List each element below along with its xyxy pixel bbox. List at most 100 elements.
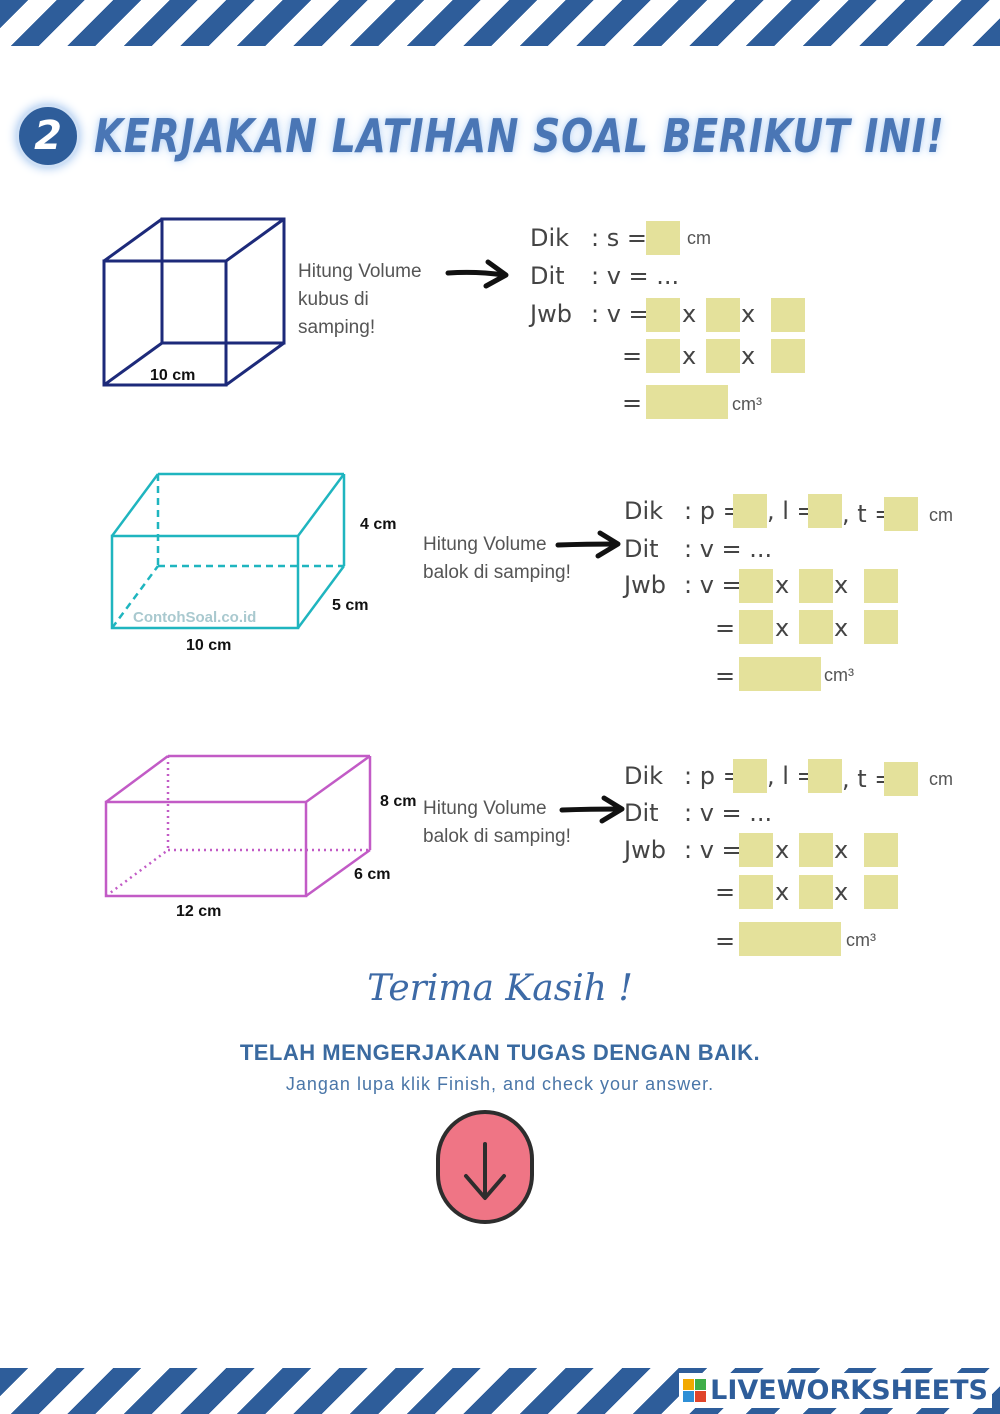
equals-sign: =: [715, 614, 736, 642]
jwb-label: Jwb: [624, 571, 666, 599]
answer-box[interactable]: [799, 569, 833, 603]
answer-box[interactable]: [706, 339, 740, 373]
times-sign: x: [834, 614, 849, 642]
answer-box-l[interactable]: [808, 494, 842, 528]
dik-unit: cm: [929, 769, 953, 789]
answer-box[interactable]: [646, 298, 680, 332]
answer-box[interactable]: [739, 610, 773, 644]
equals-sign: =: [715, 927, 736, 955]
jwb-expression: : v =: [684, 836, 742, 864]
brand-logo[interactable]: LIVEWORKSHEETS: [679, 1373, 992, 1408]
answer-box[interactable]: [864, 833, 898, 867]
volume-unit: cm³: [824, 665, 854, 685]
dik-label: Dik: [624, 497, 664, 525]
top-stripe-border: [0, 0, 1000, 46]
equals-sign: =: [622, 389, 643, 417]
closing-heading: TELAH MENGERJAKAN TUGAS DENGAN BAIK.: [239, 1040, 761, 1065]
answer-box[interactable]: [799, 610, 833, 644]
times-sign: x: [682, 300, 697, 328]
arrow-icon: [445, 259, 509, 289]
hint-line: Hitung Volume: [423, 798, 547, 819]
answer-box[interactable]: [771, 339, 805, 373]
dik-p-label: : p =: [684, 762, 743, 790]
section-number-badge: 2: [16, 104, 80, 168]
hint-line: Hitung Volume: [298, 261, 422, 282]
answer-box[interactable]: [646, 339, 680, 373]
hint-text-2: Hitung Volume balok di samping!: [423, 531, 571, 587]
dit-expression: : v = ...: [684, 535, 773, 563]
answer-box[interactable]: [799, 875, 833, 909]
answer-box-t[interactable]: [884, 497, 918, 531]
times-sign: x: [775, 614, 790, 642]
cuboid-figure-1: [110, 472, 346, 630]
jwb-expression: : v =: [684, 571, 742, 599]
jwb-expression: : v =: [591, 300, 649, 328]
volume-unit: cm³: [846, 930, 876, 950]
brand-text: LIVEWORKSHEETS: [710, 1375, 988, 1406]
section-title: KERJAKAN LATIHAN SOAL BERIKUT INI!: [94, 109, 945, 163]
answer-box-result[interactable]: [739, 922, 841, 956]
answer-box[interactable]: [739, 569, 773, 603]
dit-expression: : v = ...: [684, 799, 773, 827]
answer-box-t[interactable]: [884, 762, 918, 796]
section-heading: 2 KERJAKAN LATIHAN SOAL BERIKUT INI!: [16, 104, 1000, 168]
times-sign: x: [775, 571, 790, 599]
times-sign: x: [775, 836, 790, 864]
cuboid-length-label: 12 cm: [176, 903, 222, 920]
answer-box-l[interactable]: [808, 759, 842, 793]
answer-box[interactable]: [706, 298, 740, 332]
cuboid-height-label: 4 cm: [360, 516, 397, 533]
answer-box-p[interactable]: [733, 759, 767, 793]
cuboid-height-label: 8 cm: [380, 793, 417, 810]
equals-sign: =: [715, 878, 736, 906]
times-sign: x: [834, 571, 849, 599]
cuboid-depth-label: 5 cm: [332, 597, 369, 614]
cube-figure: [102, 217, 286, 387]
times-sign: x: [741, 300, 756, 328]
answer-box[interactable]: [771, 298, 805, 332]
dit-label: Dit: [624, 799, 659, 827]
hint-line: balok di samping!: [423, 562, 571, 583]
answer-box[interactable]: [864, 875, 898, 909]
answer-box[interactable]: [864, 610, 898, 644]
answer-box-result[interactable]: [646, 385, 728, 419]
arrow-icon: [555, 530, 621, 559]
jwb-label: Jwb: [624, 836, 666, 864]
answer-box[interactable]: [739, 875, 773, 909]
dik-label: Dik: [624, 762, 664, 790]
hint-text-1: Hitung Volume kubus di samping!: [298, 258, 422, 342]
answer-box-s[interactable]: [646, 221, 680, 255]
times-sign: x: [775, 878, 790, 906]
times-sign: x: [682, 342, 697, 370]
times-sign: x: [741, 342, 756, 370]
equals-sign: =: [715, 662, 736, 690]
cube-side-label: 10 cm: [150, 367, 196, 384]
dik-expression: : s =: [591, 224, 647, 252]
hint-line: balok di samping!: [423, 826, 571, 847]
answer-box[interactable]: [739, 833, 773, 867]
answer-box-p[interactable]: [733, 494, 767, 528]
watermark-text: ContohSoal.co.id: [133, 609, 257, 626]
hint-line: Hitung Volume: [423, 534, 547, 555]
arrow-down-icon: [464, 1142, 506, 1200]
jwb-label: Jwb: [530, 300, 572, 328]
dik-unit: cm: [687, 228, 711, 248]
scroll-down-button[interactable]: [436, 1110, 534, 1224]
dik-unit: cm: [929, 505, 953, 525]
dik-p-label: : p =: [684, 497, 743, 525]
hint-line: kubus di: [298, 289, 369, 310]
thanks-text: Terima Kasih !: [367, 968, 633, 1009]
hint-line: samping!: [298, 317, 376, 338]
hint-text-3: Hitung Volume balok di samping!: [423, 795, 571, 851]
times-sign: x: [834, 878, 849, 906]
liveworksheets-logo-icon: [683, 1378, 707, 1402]
dit-label: Dit: [624, 535, 659, 563]
answer-box[interactable]: [799, 833, 833, 867]
dik-label: Dik: [530, 224, 570, 252]
cuboid-figure-2: [104, 754, 372, 898]
cuboid-depth-label: 6 cm: [354, 866, 391, 883]
answer-box[interactable]: [864, 569, 898, 603]
dit-expression: : v = ...: [591, 262, 680, 290]
arrow-icon: [559, 795, 625, 824]
answer-box-result[interactable]: [739, 657, 821, 691]
